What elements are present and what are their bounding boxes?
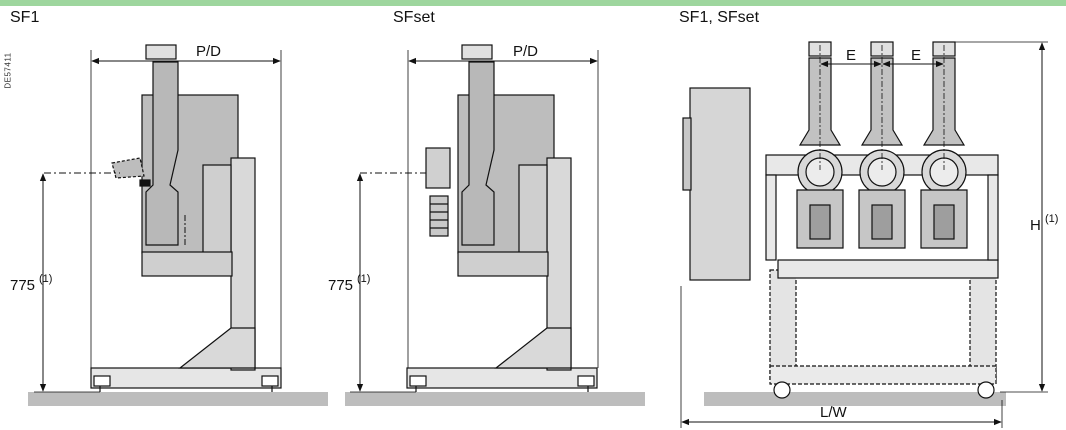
view-title-combined: SF1, SFset <box>679 9 760 26</box>
pole-body <box>145 61 179 246</box>
height-note-middle: (1) <box>357 273 370 285</box>
sf1-side-view <box>28 44 328 406</box>
height-label-middle: 775 <box>328 277 353 294</box>
pole-terminal <box>145 44 177 60</box>
frame-leg-left <box>769 269 797 381</box>
sfset-side-view <box>345 44 645 406</box>
pole-body <box>461 61 495 246</box>
total-height-note: (1) <box>1045 213 1058 225</box>
depth-label-middle: P/D <box>513 43 538 60</box>
header-bar <box>0 0 1066 6</box>
mechanism-box <box>689 87 751 281</box>
pole-2 <box>858 41 906 249</box>
diagonal-brace <box>494 327 572 369</box>
floor <box>704 392 1006 406</box>
current-transformer <box>425 147 451 189</box>
pole-terminal <box>461 44 493 60</box>
total-height-label: H <box>1030 217 1041 234</box>
diagonal-brace <box>178 327 256 369</box>
frame-leg-right <box>969 269 997 381</box>
width-label: L/W <box>820 404 848 421</box>
phase-spacing-label-2: E <box>911 47 921 64</box>
view-title-sfset: SFset <box>393 9 435 26</box>
front-view <box>680 41 1048 428</box>
floor <box>28 392 328 406</box>
base-frame <box>406 367 598 389</box>
base-frame <box>90 367 282 389</box>
bottom-frame <box>777 259 999 279</box>
view-title-sf1: SF1 <box>10 9 40 26</box>
phase-spacing-label-1: E <box>846 47 856 64</box>
depth-label-left: P/D <box>196 43 221 60</box>
floor <box>345 392 645 406</box>
height-note-left: (1) <box>39 273 52 285</box>
height-label-left: 775 <box>10 277 35 294</box>
operating-lever <box>111 157 145 179</box>
